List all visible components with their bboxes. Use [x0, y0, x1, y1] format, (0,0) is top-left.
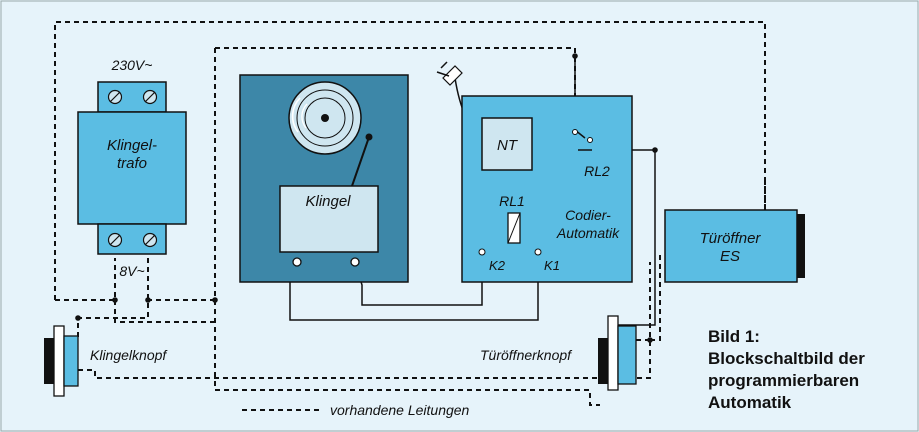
door-button: [598, 315, 637, 391]
voltage-out-label: 8V~: [119, 263, 144, 279]
relay1-label: RL1: [499, 193, 525, 209]
bell-button: [44, 325, 79, 397]
door-opener: [664, 209, 805, 283]
codier-label-1: Codier-: [565, 207, 611, 223]
power-supply-label: NT: [497, 137, 519, 154]
caption-title: Bild 1:: [708, 327, 760, 346]
bell-label: Klingel: [305, 193, 351, 210]
relay2-label: RL2: [584, 163, 610, 179]
codier-label-2: Automatik: [556, 225, 620, 241]
door-opener-label-2: ES: [720, 248, 740, 265]
door-button-label: Türöffnerknopf: [480, 347, 573, 363]
door-opener-label-1: Türöffner: [700, 230, 762, 247]
bell-button-label: Klingelknopf: [90, 347, 168, 363]
caption-line1: Blockschaltbild der: [708, 349, 865, 368]
junctions: [75, 53, 658, 343]
caption-line2: programmierbaren: [708, 371, 859, 390]
transformer: [77, 81, 187, 255]
voltage-in-label: 230V~: [111, 57, 153, 73]
codier-unit: [436, 61, 633, 283]
transformer-label-1: Klingel-: [107, 137, 157, 154]
caption-line3: Automatik: [708, 393, 792, 412]
legend-label: vorhandene Leitungen: [330, 402, 470, 418]
contact-k1-label: K1: [544, 258, 560, 273]
contact-k2-label: K2: [489, 258, 506, 273]
transformer-label-2: trafo: [117, 155, 147, 172]
bell-unit: [239, 74, 409, 283]
